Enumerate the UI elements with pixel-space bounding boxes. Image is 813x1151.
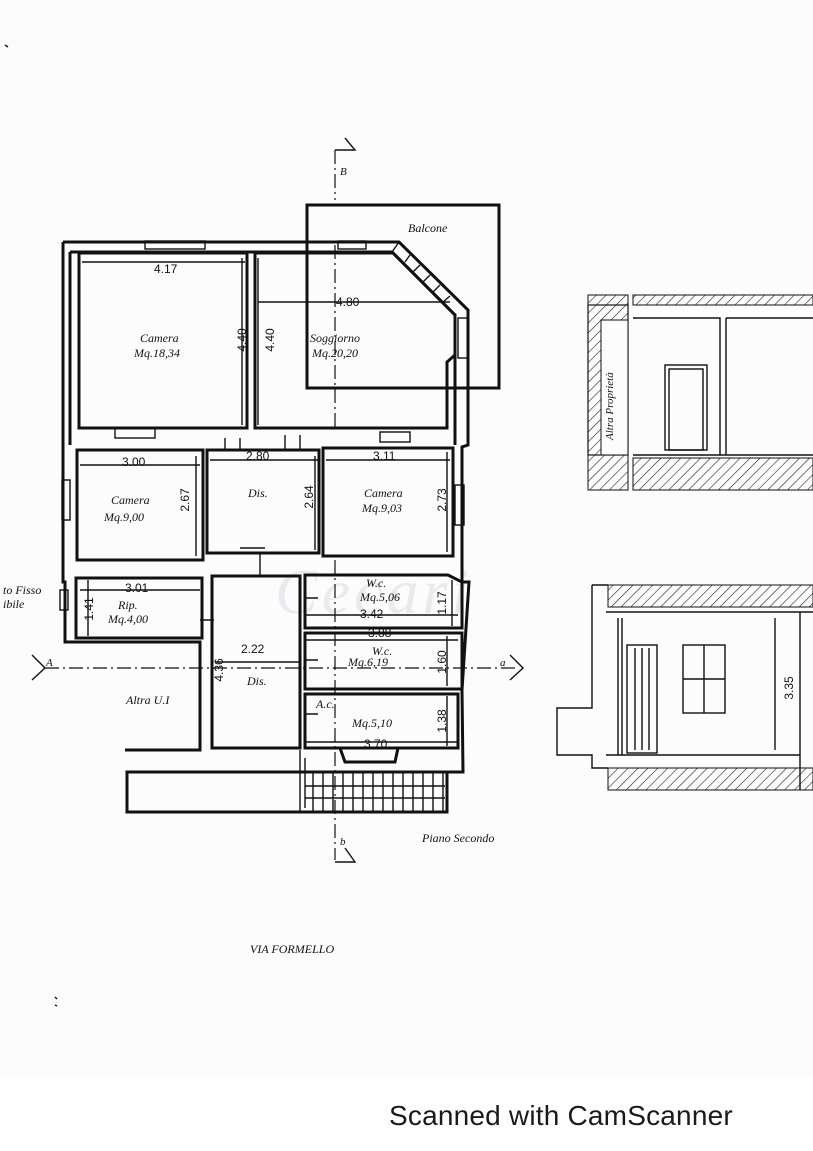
dim-3-01: 3.01 <box>125 581 149 595</box>
room-camera-1-area: Mq.18,34 <box>133 346 180 360</box>
dim-3-88: 3.88 <box>368 626 392 640</box>
section-a-detail: 3.35 <box>556 584 813 791</box>
room-labels: Camera Mq.18,34 Soggiorno Mq.20,20 Camer… <box>3 331 403 730</box>
room-ac-area: Mq.5,10 <box>351 716 392 730</box>
dim-4-80: 4.80 <box>336 295 360 309</box>
dim-2-73: 2.73 <box>435 488 449 512</box>
dim-4-36: 4.36 <box>212 658 226 682</box>
room-wc-1-area: Mq.5,06 <box>359 590 400 604</box>
section-mark-b-bottom: b <box>340 836 346 848</box>
caption-street: VIA FORMELLO <box>250 942 334 956</box>
section-line-a: A a <box>31 654 525 681</box>
section-line-b: B b <box>334 137 357 863</box>
room-wc-2-name: W.c. <box>372 644 392 658</box>
dim-2-22: 2.22 <box>241 642 265 656</box>
room-ac-name: A.c. <box>315 697 335 711</box>
dim-3-70: 3.70 <box>364 737 388 751</box>
dim-3-00: 3.00 <box>122 455 146 469</box>
dim-3-35: 3.35 <box>782 676 796 700</box>
balcony: Balcone <box>305 203 501 390</box>
room-wc-2-area: Mq.6,19 <box>347 655 388 669</box>
scanner-footer: Scanned with CamScanner <box>0 1078 813 1151</box>
scan-specks <box>4 44 58 1007</box>
room-rip-name: Rip. <box>117 598 138 612</box>
section-mark-a-right: a <box>500 657 506 669</box>
section-mark-a-left: A <box>45 657 53 669</box>
dim-2-80: 2.80 <box>246 449 270 463</box>
dim-4-17: 4.17 <box>154 262 178 276</box>
room-camera-1-name: Camera <box>140 331 179 345</box>
dim-1-41: 1.41 <box>82 597 96 621</box>
caption-floor: Piano Secondo <box>421 831 494 845</box>
room-dis-1: Dis. <box>247 486 268 500</box>
room-soggiorno-name: Soggiorno <box>310 331 360 345</box>
dim-4-40-a: 4.40 <box>235 328 249 352</box>
room-rip-area: Mq.4,00 <box>107 612 148 626</box>
dimension-values: 4.17 4.80 3.00 2.80 3.11 3.01 3.42 3.88 … <box>82 262 449 751</box>
room-camera-3-name: Camera <box>364 486 403 500</box>
room-soggiorno-area: Mq.20,20 <box>311 346 358 360</box>
balcony-label: Balcone <box>408 221 448 235</box>
dim-3-42: 3.42 <box>360 607 384 621</box>
dimension-lines <box>80 258 458 746</box>
label-altra-proprieta: Altra Proprietà <box>604 372 616 441</box>
label-fisso-1: to Fisso <box>3 583 41 597</box>
dim-1-60: 1.60 <box>435 650 449 674</box>
room-dis-2: Dis. <box>246 674 267 688</box>
interior-walls <box>59 240 469 814</box>
room-camera-3-area: Mq.9,03 <box>361 501 402 515</box>
label-altra-ui: Altra U.I <box>125 693 170 707</box>
section-mark-b-top: B <box>340 166 347 178</box>
dim-1-17: 1.17 <box>435 591 449 615</box>
dim-3-11: 3.11 <box>373 449 396 463</box>
scanner-credit: Scanned with CamScanner <box>389 1100 733 1131</box>
label-fisso-2: ibile <box>3 597 25 611</box>
room-camera-2-name: Camera <box>111 493 150 507</box>
dim-2-67: 2.67 <box>178 488 192 512</box>
room-wc-1-name: W.c. <box>366 576 386 590</box>
dim-1-38: 1.38 <box>435 709 449 733</box>
room-camera-2-area: Mq.9,00 <box>103 510 144 524</box>
section-b-detail: Altra Proprietà <box>587 294 813 491</box>
dim-4-40-b: 4.40 <box>263 328 277 352</box>
dim-2-64: 2.64 <box>302 485 316 509</box>
